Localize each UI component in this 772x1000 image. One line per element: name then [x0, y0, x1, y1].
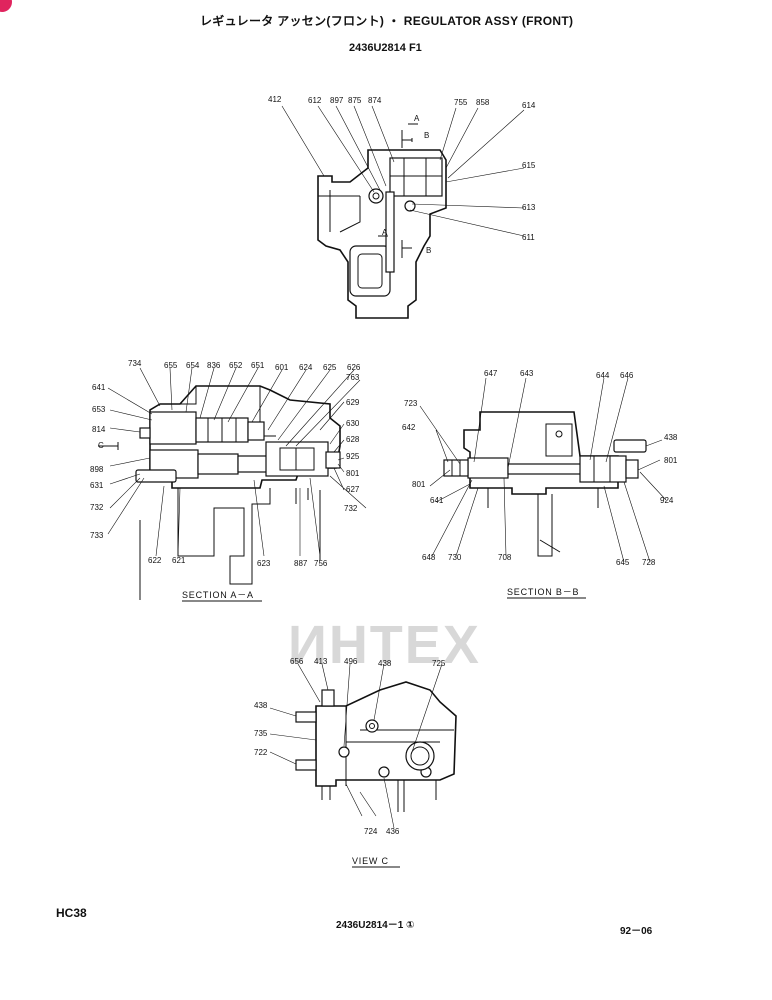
- top-view: [281, 105, 525, 319]
- label: 755: [454, 98, 468, 107]
- marker-c: C: [98, 441, 104, 450]
- label: 644: [596, 371, 610, 380]
- label: 814: [92, 425, 106, 434]
- watermark: ИНТЕХ: [288, 615, 481, 675]
- part-number: 2436U2814 F1: [349, 42, 422, 54]
- marker-b-bottom: B: [426, 246, 431, 255]
- label: 763: [346, 373, 360, 382]
- label: 655: [164, 361, 178, 370]
- marker-a-bottom: A: [382, 228, 388, 237]
- sheet-number: 2436U2814－1 ①: [336, 920, 415, 931]
- label: 654: [186, 361, 200, 370]
- label: 622: [148, 556, 162, 565]
- corner-badge: [0, 0, 12, 12]
- label: 732: [344, 504, 358, 513]
- label: 624: [299, 363, 313, 372]
- label: 887: [294, 559, 308, 568]
- label: 723: [404, 399, 418, 408]
- label: 725: [432, 659, 446, 668]
- label: 898: [90, 465, 104, 474]
- label: 836: [207, 361, 221, 370]
- label: 496: [344, 657, 358, 666]
- caption-view-c: VIEW C: [352, 856, 389, 866]
- model-code: HC38: [56, 906, 87, 920]
- label: 626: [347, 363, 361, 372]
- label: 756: [314, 559, 328, 568]
- label: 641: [92, 383, 106, 392]
- section-aa-view: [98, 367, 367, 600]
- section-bb-view: [419, 377, 667, 563]
- label: 734: [128, 359, 142, 368]
- marker-b-top: B: [424, 131, 429, 140]
- label: 728: [642, 558, 656, 567]
- top-spring-box: [389, 157, 443, 197]
- page-title: レギュレータ アッセン(フロント) ・ REGULATOR ASSY (FRON…: [200, 14, 574, 28]
- label: 438: [664, 433, 678, 442]
- label: 708: [498, 553, 512, 562]
- label: 897: [330, 96, 344, 105]
- label: 875: [348, 96, 362, 105]
- label: 643: [520, 369, 534, 378]
- label: 647: [484, 369, 498, 378]
- label: 631: [90, 481, 104, 490]
- label: 732: [90, 503, 104, 512]
- label: 438: [254, 701, 268, 710]
- label: 735: [254, 729, 268, 738]
- revision-date: 92－06: [620, 926, 653, 937]
- label: 874: [368, 96, 382, 105]
- label: 801: [412, 480, 426, 489]
- label: 730: [448, 553, 462, 562]
- caption-section-aa: SECTION A－A: [182, 590, 254, 600]
- caption-section-bb: SECTION B－B: [507, 587, 579, 597]
- label: 413: [314, 657, 328, 666]
- label: 652: [229, 361, 243, 370]
- label: 621: [172, 556, 186, 565]
- label: 642: [402, 423, 416, 432]
- label: 630: [346, 419, 360, 428]
- marker-a-top: A: [414, 114, 420, 123]
- label: 613: [522, 203, 536, 212]
- label: 412: [268, 95, 282, 104]
- label: 623: [257, 559, 271, 568]
- label: 438: [378, 659, 392, 668]
- aa-right-spool: [265, 441, 329, 477]
- label: 612: [308, 96, 322, 105]
- label: 629: [346, 398, 360, 407]
- label: 801: [664, 456, 678, 465]
- label: 645: [616, 558, 630, 567]
- label: 625: [323, 363, 337, 372]
- view-c-dial: [405, 741, 435, 771]
- label: 722: [254, 748, 268, 757]
- label: 924: [660, 496, 674, 505]
- label: 724: [364, 827, 378, 836]
- label: 733: [90, 531, 104, 540]
- label: 858: [476, 98, 490, 107]
- label: 611: [522, 233, 535, 242]
- label: 656: [290, 657, 304, 666]
- label: 628: [346, 435, 360, 444]
- label: 801: [346, 469, 360, 478]
- label: 614: [522, 101, 536, 110]
- label: 653: [92, 405, 106, 414]
- label: 651: [251, 361, 265, 370]
- label: 648: [422, 553, 436, 562]
- view-c-view: [269, 663, 457, 829]
- label: 627: [346, 485, 360, 494]
- part-labels: 412 612 897 875 874 755 858 614 615 613 …: [90, 95, 678, 868]
- label: 641: [430, 496, 444, 505]
- label: 925: [346, 452, 360, 461]
- label: 436: [386, 827, 400, 836]
- label: 615: [522, 161, 536, 170]
- aa-left-piston: [149, 411, 197, 445]
- label: 601: [275, 363, 289, 372]
- label: 646: [620, 371, 634, 380]
- bb-right-spring: [579, 455, 627, 483]
